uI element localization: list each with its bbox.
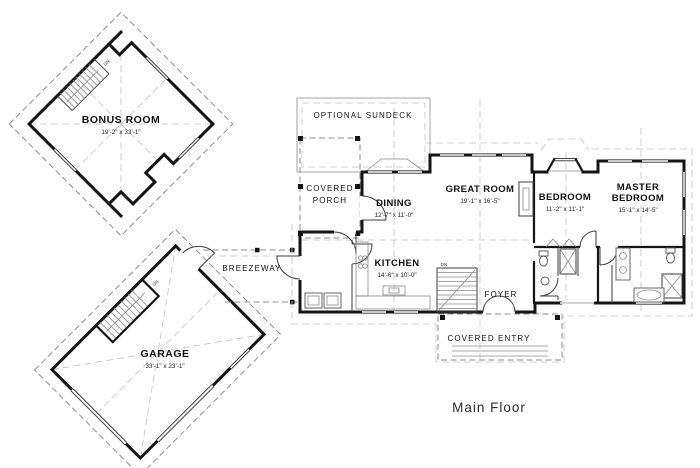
garage-dims: 33'-1" x 23'-1" bbox=[145, 363, 184, 370]
great-room-label: GREAT ROOM bbox=[446, 184, 515, 195]
covered-porch-label-1: COVERED bbox=[306, 184, 353, 193]
master-bedroom-label-2: BEDROOM bbox=[612, 193, 664, 204]
optional-sundeck-label: OPTIONAL SUNDECK bbox=[313, 111, 412, 120]
covered-porch-label-2: PORCH bbox=[313, 196, 347, 205]
bedroom-dims: 11'-2" x 11'-1" bbox=[546, 206, 584, 213]
foyer-label: FOYER bbox=[484, 290, 517, 299]
roof-outline-dashes bbox=[291, 100, 693, 363]
foyer-stairs: DN bbox=[436, 262, 478, 313]
bonus-room-dims: 19'-2" x 33'-1" bbox=[101, 129, 140, 136]
great-room-dims: 19'-1" x 16'-5" bbox=[460, 198, 499, 205]
covered-entry: COVERED ENTRY bbox=[437, 313, 563, 361]
bonus-stairs-dn-label: DN bbox=[102, 59, 110, 67]
master-bedroom-dims: 15'-1" x 14'-5" bbox=[618, 207, 657, 214]
covered-porch: COVERED PORCH bbox=[298, 136, 361, 239]
garage-stairs: DN bbox=[94, 277, 161, 344]
kitchen-fixtures bbox=[304, 241, 431, 310]
room-labels: DINING 12'-7" x 11'-0" GREAT ROOM 19'-1"… bbox=[374, 182, 664, 299]
bonus-windows bbox=[52, 55, 201, 173]
doors bbox=[276, 195, 619, 315]
garage-doors bbox=[69, 347, 251, 447]
kitchen-dims: 14'-6" x 10'-0" bbox=[377, 272, 416, 279]
garage-stairs-dn-label: DN bbox=[151, 279, 159, 287]
covered-entry-label: COVERED ENTRY bbox=[447, 334, 530, 343]
bonus-room-wing: DN BONUS ROOM 19'-2" x 33'-1" bbox=[8, 11, 234, 237]
bath-fixtures bbox=[538, 247, 683, 303]
dining-dims: 12'-7" x 11'-0" bbox=[375, 212, 414, 219]
optional-sundeck: OPTIONAL SUNDECK bbox=[296, 97, 431, 173]
garage-label: GARAGE bbox=[140, 348, 189, 360]
garage-wing: DN GARAGE 33'-1" x 23'-1" bbox=[33, 228, 282, 468]
kitchen-label: KITCHEN bbox=[374, 258, 419, 269]
bonus-stairs: DN bbox=[57, 58, 111, 111]
main-house-walls bbox=[298, 153, 686, 314]
master-bedroom-label-1: MASTER bbox=[617, 182, 660, 193]
dining-label: DINING bbox=[376, 198, 412, 209]
foyer-stairs-dn-label: DN bbox=[441, 262, 448, 267]
bonus-room-label: BONUS ROOM bbox=[82, 114, 161, 126]
breezeway-label: BREEZEWAY bbox=[222, 264, 281, 273]
plan-caption: Main Floor bbox=[452, 400, 526, 415]
bedroom-label: BEDROOM bbox=[539, 192, 591, 203]
